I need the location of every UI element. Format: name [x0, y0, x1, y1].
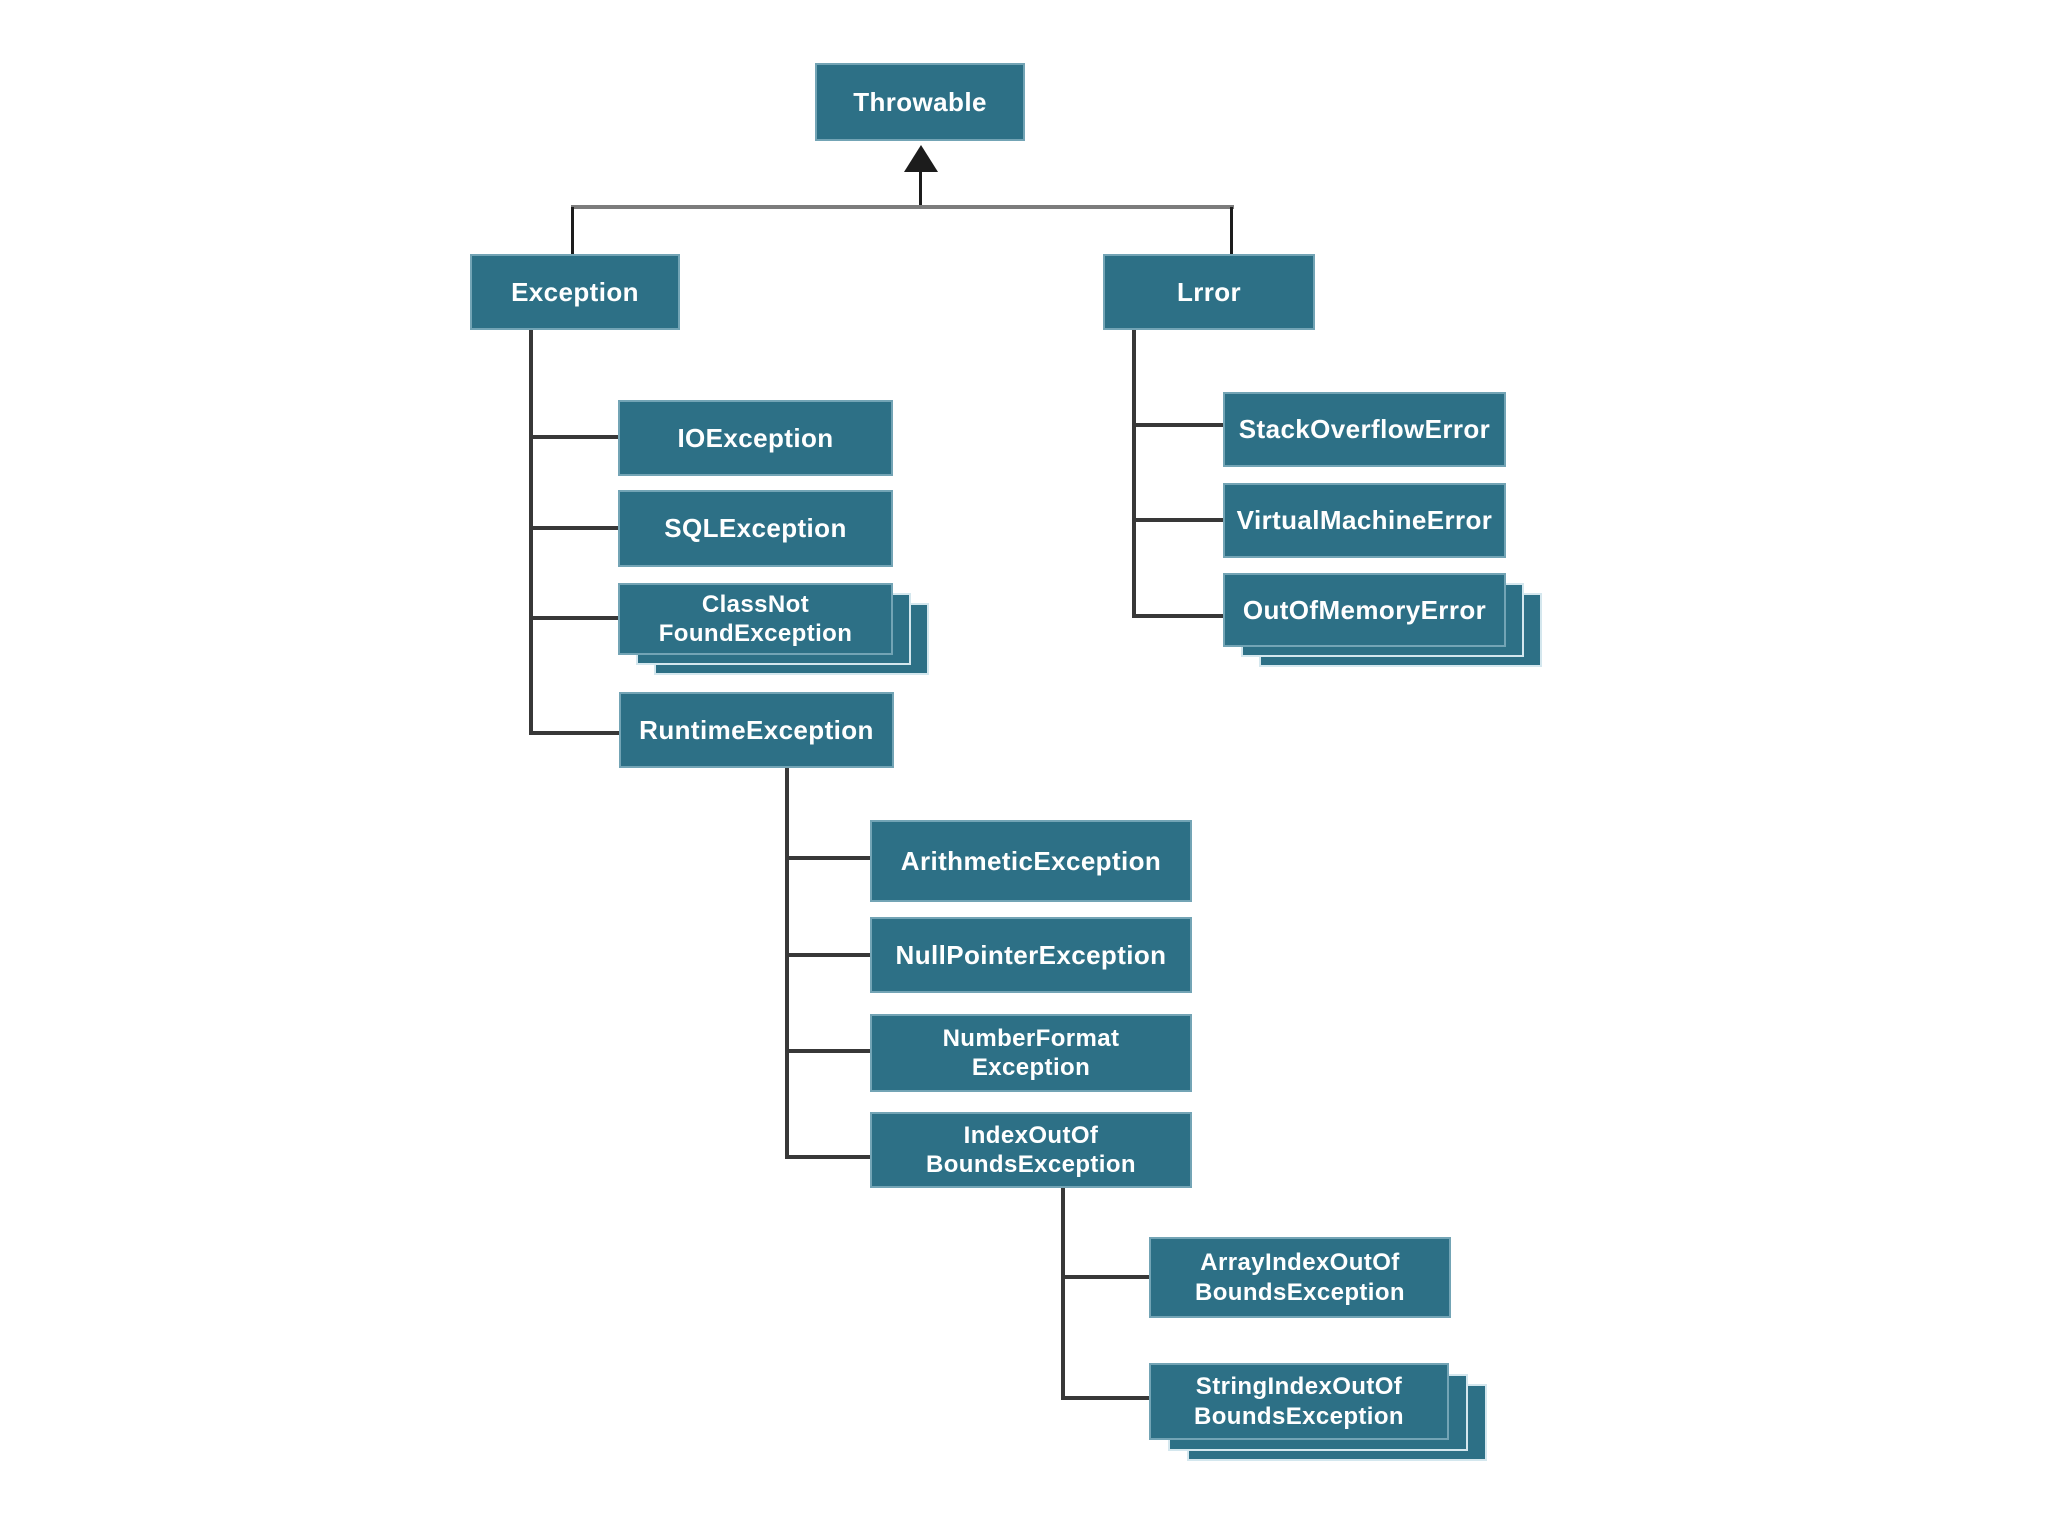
- connector-branch-classnotfound: [529, 616, 618, 620]
- node-sqlexception: SQLException: [618, 490, 893, 567]
- connector-branch-runtime: [529, 731, 620, 735]
- node-stackoverflowerror: StackOverflowError: [1223, 392, 1506, 467]
- connector-error-stub: [1230, 207, 1233, 254]
- connector-branch-numberformat: [785, 1049, 870, 1053]
- node-throwable: Throwable: [815, 63, 1025, 141]
- node-numberformatexception: NumberFormat Exception: [870, 1014, 1192, 1092]
- connector-top-rail: [571, 205, 1234, 209]
- connector-error-trunk: [1132, 330, 1136, 618]
- connector-branch-stringindex: [1061, 1396, 1149, 1400]
- connector-branch-ioexception: [529, 435, 618, 439]
- node-stringindexoutofboundsexception: StringIndexOutOf BoundsException: [1149, 1363, 1449, 1440]
- node-ioexception: IOException: [618, 400, 893, 476]
- connector-branch-sqlexception: [529, 526, 618, 530]
- connector-indexoutof-trunk: [1061, 1187, 1065, 1400]
- arrow-up-icon: [904, 145, 938, 172]
- connector-branch-arrayindex: [1061, 1275, 1149, 1279]
- node-arrayindexoutofboundsexception: ArrayIndexOutOf BoundsException: [1149, 1237, 1451, 1318]
- connector-exception-trunk: [529, 330, 533, 735]
- node-virtualmachineerror: VirtualMachineError: [1223, 483, 1506, 558]
- node-classnotfoundexception: ClassNot FoundException: [618, 583, 893, 655]
- connector-branch-virtualmachine: [1132, 518, 1223, 522]
- connector-branch-indexoutof: [785, 1155, 870, 1159]
- connector-branch-nullpointer: [785, 953, 870, 957]
- connector-exception-stub: [571, 207, 574, 254]
- node-runtimeexception: RuntimeException: [619, 692, 894, 768]
- connector-throwable-arrow-line: [919, 169, 922, 209]
- connector-branch-arithmetic: [785, 856, 870, 860]
- node-exception: Exception: [470, 254, 680, 330]
- connector-branch-outofmemory: [1132, 614, 1223, 618]
- node-nullpointerexception: NullPointerException: [870, 917, 1192, 993]
- connector-runtime-trunk: [785, 768, 789, 1159]
- connector-branch-stackoverflow: [1132, 423, 1223, 427]
- node-indexoutofboundsexception: IndexOutOf BoundsException: [870, 1112, 1192, 1188]
- node-arithmeticexception: ArithmeticException: [870, 820, 1192, 902]
- node-outofmemoryerror: OutOfMemoryError: [1223, 573, 1506, 647]
- node-error: Lrror: [1103, 254, 1315, 330]
